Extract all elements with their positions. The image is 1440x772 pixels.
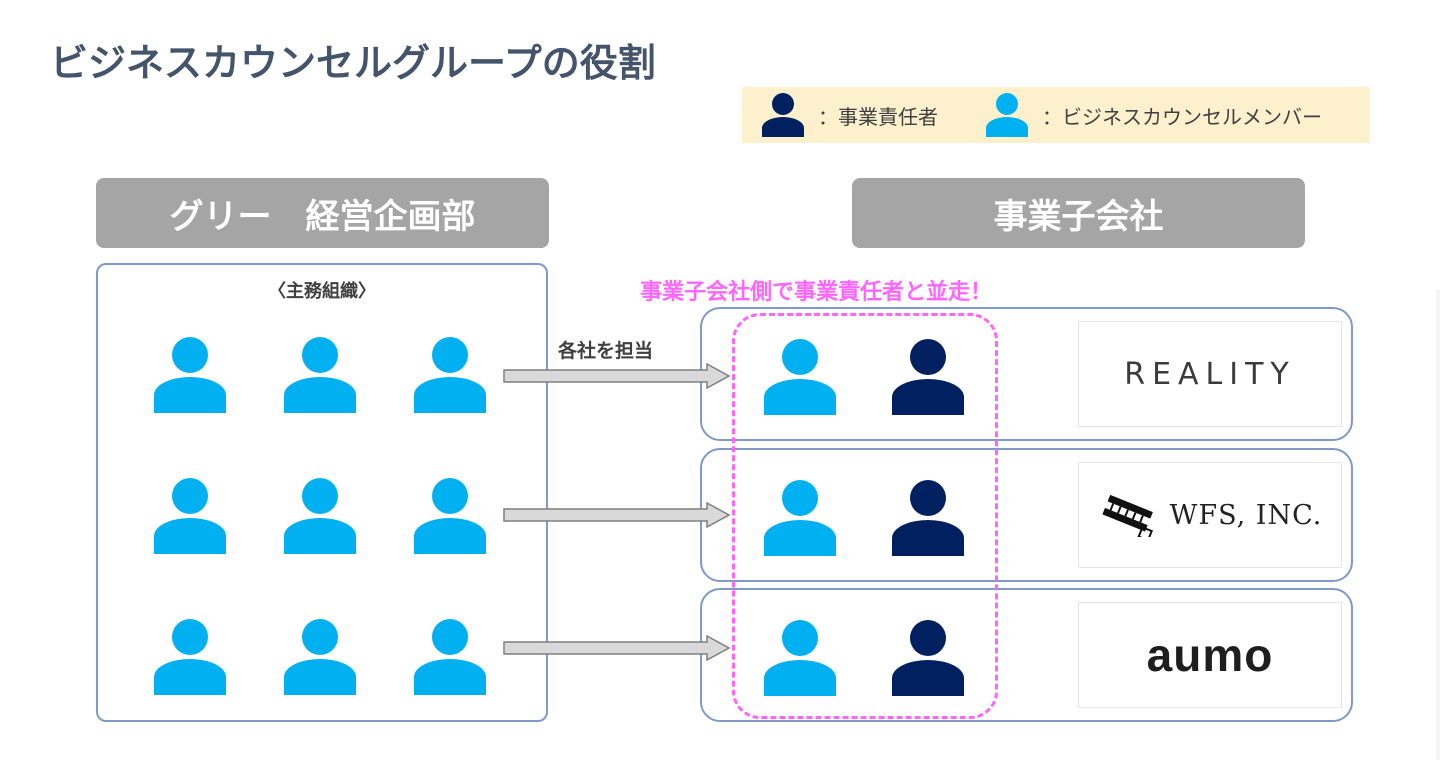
member-person-icon bbox=[414, 478, 486, 554]
legend-member-label: ：ビジネスカウンセルメンバー bbox=[1042, 104, 1322, 129]
owner-person-icon bbox=[892, 480, 964, 556]
wfs-logo-text: WFS, INC. bbox=[1169, 499, 1323, 531]
member-person-icon bbox=[764, 339, 836, 415]
owner-person-icon bbox=[762, 93, 804, 137]
company-row-aumo: aumo bbox=[700, 588, 1353, 722]
member-grid bbox=[154, 337, 486, 695]
company-row-wfs: WFS, INC. bbox=[700, 448, 1353, 582]
owner-person-icon bbox=[892, 620, 964, 696]
assign-arrow-3 bbox=[503, 635, 731, 661]
legend-member: ：ビジネスカウンセルメンバー bbox=[986, 93, 1322, 137]
member-person-icon bbox=[764, 480, 836, 556]
aumo-logo-text: aumo bbox=[1146, 629, 1274, 681]
member-person-icon bbox=[414, 337, 486, 413]
slide-edge bbox=[1436, 290, 1440, 760]
callout-text: 事業子会社側で事業責任者と並走！ bbox=[640, 280, 993, 305]
member-person-icon bbox=[986, 93, 1028, 137]
company-logo-aumo: aumo bbox=[1078, 602, 1342, 708]
member-person-icon bbox=[154, 337, 226, 413]
main-organization-label: 〈主務組織〉 bbox=[268, 281, 376, 302]
reality-logo-text: REALITY bbox=[1124, 356, 1296, 392]
member-person-icon bbox=[154, 619, 226, 695]
member-person-icon bbox=[414, 619, 486, 695]
main-organization-box: 〈主務組織〉 bbox=[96, 263, 548, 722]
member-person-icon bbox=[154, 478, 226, 554]
airplane-logo-icon bbox=[1101, 494, 1153, 537]
legend-owner: ：事業責任者 bbox=[762, 93, 938, 137]
member-person-icon bbox=[284, 478, 356, 554]
company-row-reality: REALITY bbox=[700, 307, 1353, 441]
legend: ：事業責任者 ：ビジネスカウンセルメンバー bbox=[742, 87, 1370, 143]
company-logo-reality: REALITY bbox=[1078, 321, 1342, 427]
company-logo-wfs: WFS, INC. bbox=[1078, 462, 1342, 568]
slide-title: ビジネスカウンセルグループの役割 bbox=[50, 41, 656, 85]
legend-owner-label: ：事業責任者 bbox=[818, 104, 938, 129]
arrow-label: 各社を担当 bbox=[558, 340, 654, 362]
member-person-icon bbox=[764, 620, 836, 696]
right-header: 事業子会社 bbox=[852, 178, 1305, 248]
member-person-icon bbox=[284, 619, 356, 695]
owner-person-icon bbox=[892, 339, 964, 415]
assign-arrow-2 bbox=[503, 502, 731, 528]
member-person-icon bbox=[284, 337, 356, 413]
assign-arrow-1 bbox=[503, 363, 731, 389]
left-header: グリー 経営企画部 bbox=[96, 178, 549, 248]
